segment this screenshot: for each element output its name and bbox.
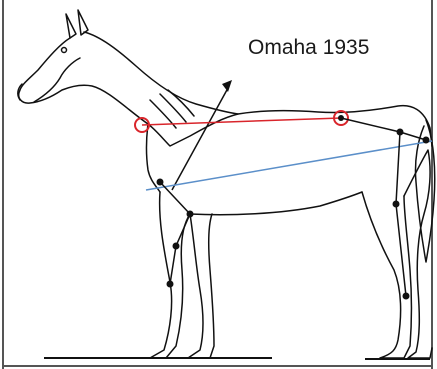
point-dot [173, 243, 180, 250]
point-dot [403, 293, 410, 300]
horse-ear-left [66, 14, 76, 38]
shoulder-line [172, 88, 228, 190]
point-dot [393, 201, 400, 208]
point-dot [397, 129, 404, 136]
horse-front-leg-far [188, 214, 214, 358]
point-dot [167, 281, 174, 288]
horse-eye [62, 48, 67, 53]
horse-ear-right [78, 10, 88, 35]
horse-belly [190, 192, 362, 215]
point-dot [338, 115, 344, 121]
hip-angle-line [341, 118, 426, 140]
blue-underline-line [146, 141, 432, 190]
horse-jaw [34, 58, 80, 102]
point-dot [423, 137, 430, 144]
horse-crest [84, 32, 238, 114]
horse-neck-shading [150, 90, 194, 128]
point-dot [187, 211, 194, 218]
point-dot [157, 179, 164, 186]
measurement-lines [135, 80, 432, 300]
red-body-length-line [142, 118, 341, 125]
horse-outline [18, 10, 435, 358]
diagram-title: Omaha 1935 [248, 36, 369, 60]
shoulder-line-arrowhead [222, 80, 232, 92]
horse-front-leg-near [150, 192, 190, 358]
fore-limb-line [160, 182, 190, 284]
